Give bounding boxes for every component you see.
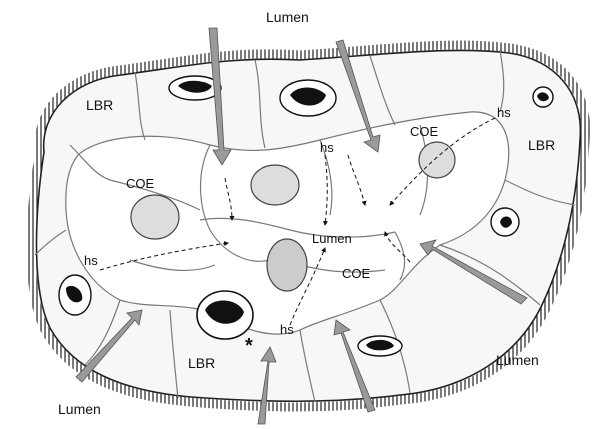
nucleus-coe-right <box>419 142 455 178</box>
label-hs-top: hs <box>320 140 334 155</box>
label-lbr-right: LBR <box>528 137 555 153</box>
label-hs-top-right: hs <box>497 105 511 120</box>
label-hs-left: hs <box>84 253 98 268</box>
label-hs-bottom: hs <box>280 322 294 337</box>
label-lumen-bottom-left: Lumen <box>58 401 101 417</box>
label-lumen-center: Lumen <box>312 231 352 246</box>
label-coe-left: COE <box>126 176 155 191</box>
label-lbr-left: LBR <box>86 97 113 113</box>
label-lbr-bottom: LBR <box>188 355 215 371</box>
nucleus-coe-left <box>131 195 179 239</box>
label-coe-right: COE <box>410 124 439 139</box>
nucleus-center <box>251 165 299 205</box>
label-lumen-top: Lumen <box>266 9 309 25</box>
label-lumen-right: Lumen <box>496 352 539 368</box>
label-asterisk: * <box>245 335 253 357</box>
label-coe-center: COE <box>342 266 371 281</box>
nucleus-lumen-center <box>267 239 307 291</box>
